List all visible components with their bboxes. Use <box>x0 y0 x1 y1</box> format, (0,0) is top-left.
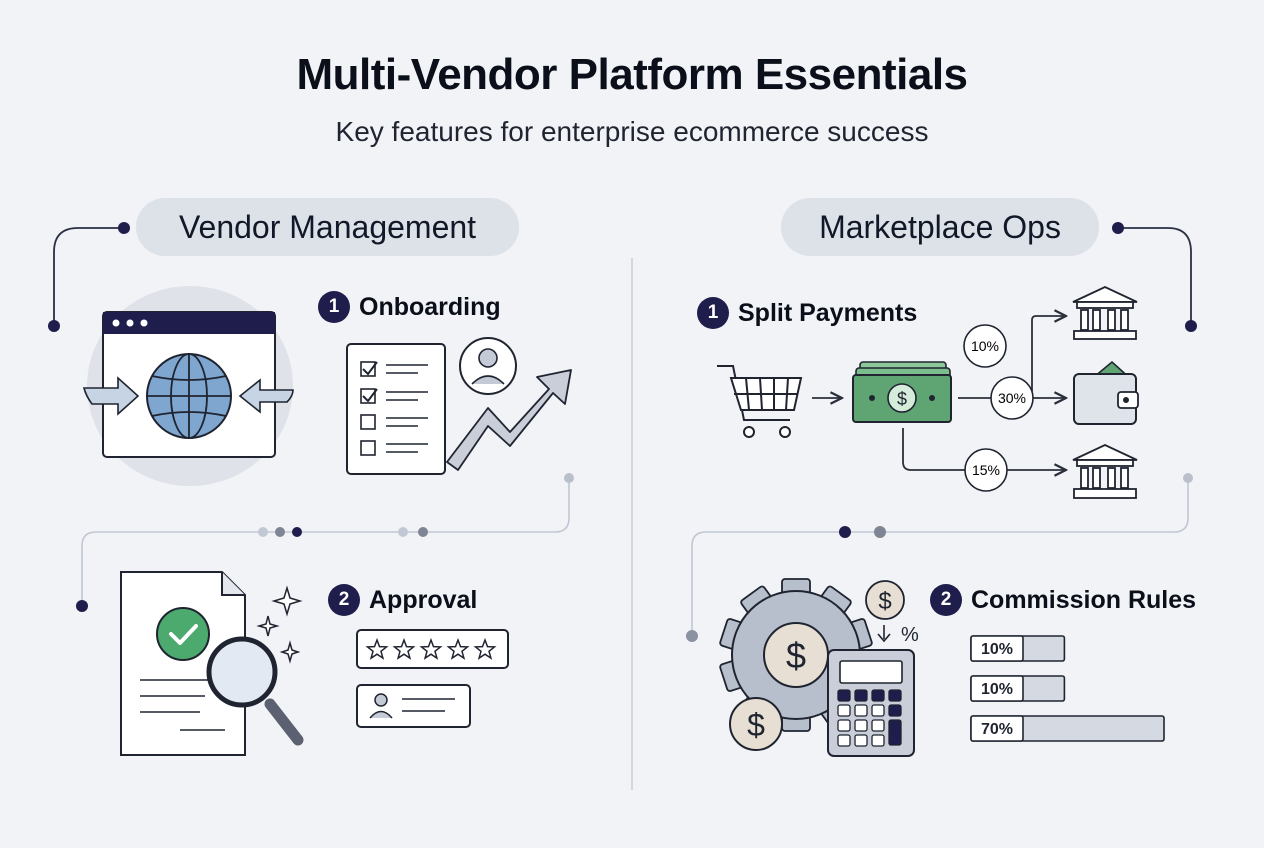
commission-bar-label: 10% <box>981 641 1013 658</box>
step-commission-rules: 2 Commission Rules <box>930 584 1196 616</box>
star-icon <box>392 637 416 660</box>
svg-text:$: $ <box>897 389 907 409</box>
connector-dots <box>48 222 1197 642</box>
calculator-key <box>837 704 851 717</box>
bank-icon <box>1072 286 1138 340</box>
step-label: Split Payments <box>738 298 918 327</box>
svg-text:$: $ <box>878 588 891 615</box>
commission-bar-label: 70% <box>981 721 1013 738</box>
commission-bars: 10% 10% 70% <box>970 635 1165 742</box>
share-label: 10% <box>971 338 999 354</box>
globe-icon <box>146 353 232 439</box>
commission-bar-label-box <box>970 675 1024 702</box>
svg-text:$: $ <box>747 707 765 743</box>
page-subtitle: Key features for enterprise ecommerce su… <box>335 116 929 147</box>
calculator-icon <box>827 649 915 757</box>
calculator-key <box>854 734 868 747</box>
sparkle-icon <box>256 585 303 664</box>
banknote-icon: $ <box>852 361 952 423</box>
svg-text:$: $ <box>786 635 806 676</box>
calculator-key <box>854 704 868 717</box>
magnifier-icon <box>206 636 304 746</box>
bank-icon <box>1072 444 1138 499</box>
calculator-key <box>854 689 868 702</box>
gear-icon: $ <box>719 578 873 732</box>
calculator-key <box>888 719 902 746</box>
step-label: Onboarding <box>359 292 501 321</box>
inbound-arrow-icons <box>82 376 294 416</box>
calculator-key <box>837 689 851 702</box>
step-label: Commission Rules <box>971 585 1197 614</box>
calculator-key <box>888 689 902 702</box>
calculator-key <box>871 689 885 702</box>
user-avatar-icon <box>459 337 517 395</box>
step-number-badge: 1 <box>697 297 729 329</box>
connector-lines <box>53 227 1192 326</box>
star-icon <box>419 637 443 660</box>
document-icon <box>120 571 246 756</box>
page-title: Multi-Vendor Platform Essentials <box>296 50 968 99</box>
star-icon <box>473 637 497 660</box>
step-number-badge: 2 <box>930 584 962 616</box>
step-label: Approval <box>369 585 478 614</box>
step-onboarding: 1 Onboarding <box>318 291 501 323</box>
star-icon <box>446 637 470 660</box>
dollar-coin-icon: $ % <box>865 580 919 646</box>
step-approval: 2 Approval <box>328 584 477 616</box>
calculator-key <box>871 719 885 732</box>
calculator-key <box>871 704 885 717</box>
split-flow-lines <box>902 316 1066 470</box>
commission-bar-label-box <box>970 715 1024 742</box>
marketplace-ops-heading: Marketplace Ops <box>781 198 1099 256</box>
check-badge-icon <box>156 607 210 661</box>
checklist-icon <box>346 343 446 475</box>
calculator-key <box>888 704 902 717</box>
percent-symbol: % <box>901 624 919 646</box>
step-number-badge: 2 <box>328 584 360 616</box>
step-split-payments: 1 Split Payments <box>697 297 917 329</box>
shopping-cart-icon <box>717 365 803 438</box>
growth-arrow-icon <box>446 369 572 471</box>
star-icon <box>365 637 389 660</box>
id-card-icon <box>356 684 471 728</box>
calculator-key <box>854 719 868 732</box>
wallet-icon <box>1073 360 1139 425</box>
dollar-coin-icon: $ <box>729 697 783 751</box>
commission-bar-label-box <box>970 635 1024 662</box>
calculator-key <box>837 719 851 732</box>
calculator-key <box>837 734 851 747</box>
step-number-badge: 1 <box>318 291 350 323</box>
vendor-management-heading: Vendor Management <box>136 198 519 256</box>
commission-bar-label: 10% <box>981 681 1013 698</box>
share-label: 30% <box>998 390 1026 406</box>
share-label: 15% <box>972 462 1000 478</box>
split-share-badges: 10% 30% 15% <box>963 324 1034 492</box>
star-rating-icon <box>356 629 509 669</box>
calculator-key <box>871 734 885 747</box>
connector-lines-light <box>81 478 1189 636</box>
